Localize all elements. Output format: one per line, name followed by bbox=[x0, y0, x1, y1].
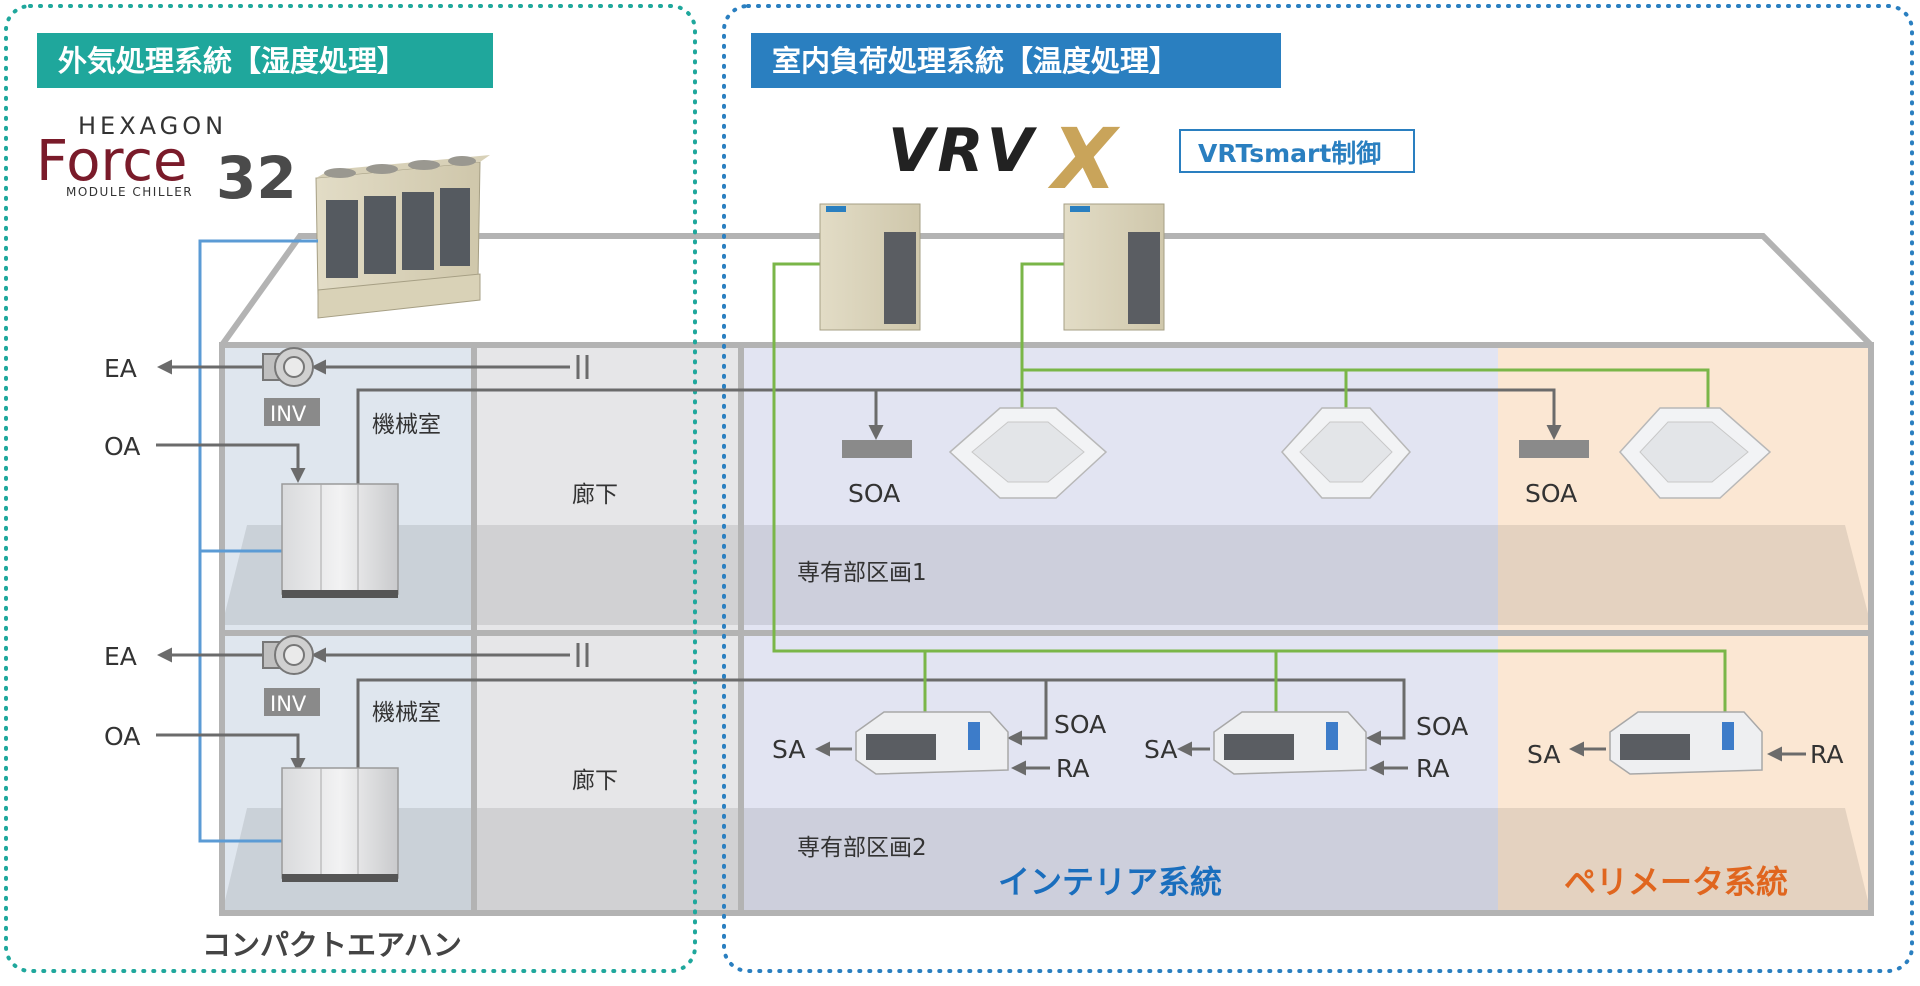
floor1-corridor: 廊下 bbox=[572, 482, 618, 508]
interior-system-label: インテリア系統 bbox=[998, 863, 1222, 901]
ducted-unit-2 bbox=[1213, 711, 1367, 775]
floor2-unit1-soa: SOA bbox=[1054, 710, 1106, 739]
floor2-indoor-area: SA SOA RA SA SOA RA SA RA 専有部区画2 bbox=[772, 710, 1843, 861]
floor1-soa-right: SOA bbox=[1525, 479, 1577, 508]
floor2-outdoor-air: EA INV 機械室 OA 廊下 bbox=[104, 635, 1406, 882]
perimeter-system-label: ペリメータ系統 bbox=[1564, 863, 1788, 901]
floor1-soa-left: SOA bbox=[848, 479, 900, 508]
building-outline bbox=[219, 233, 1874, 916]
vrv-x-logo: VRV X bbox=[888, 110, 1121, 208]
floor2-corridor: 廊下 bbox=[572, 768, 618, 794]
hexagon-force32-logo: HEXAGON Force 32 MODULE CHILLER bbox=[36, 112, 297, 212]
floor2-oa-label: OA bbox=[104, 722, 140, 751]
cassette-unit-1 bbox=[948, 407, 1108, 499]
refrigerant-pipes bbox=[772, 262, 1727, 720]
floor2-ea-label: EA bbox=[104, 642, 137, 671]
svg-text:HEXAGON: HEXAGON bbox=[78, 112, 227, 140]
floor2-zone-label: 専有部区画2 bbox=[797, 835, 927, 861]
floor2-compact-ahu bbox=[281, 767, 399, 882]
cassette-unit-3 bbox=[1618, 407, 1772, 499]
svg-text:VRV: VRV bbox=[888, 116, 1038, 186]
floor2-exhaust-fan-icon bbox=[262, 635, 314, 675]
compact-ahu-label: コンパクトエアハン bbox=[202, 928, 462, 962]
outdoor-air-region-border bbox=[4, 4, 697, 973]
floor1-zone-label: 専有部区画1 bbox=[797, 560, 927, 586]
svg-text:X: X bbox=[1047, 110, 1121, 208]
outdoor-air-header-bg bbox=[37, 33, 493, 88]
svg-text:MODULE CHILLER: MODULE CHILLER bbox=[66, 185, 193, 199]
floor1-compact-ahu bbox=[281, 483, 399, 598]
floor2-unit2-ra: RA bbox=[1416, 754, 1449, 783]
ducted-unit-3 bbox=[1609, 711, 1763, 775]
floor1-machine-room: 機械室 bbox=[372, 412, 441, 438]
floor2-unit3-sa: SA bbox=[1527, 740, 1560, 769]
soa-outlet-left bbox=[842, 440, 912, 458]
floor2-unit2-sa: SA bbox=[1144, 735, 1177, 764]
floor2-machine-room: 機械室 bbox=[372, 700, 441, 726]
floor1-indoor-area: SOA SOA 専有部区画1 bbox=[797, 407, 1772, 586]
svg-text:Force: Force bbox=[36, 129, 188, 194]
indoor-load-header: 室内負荷処理系統【温度処理】 bbox=[772, 44, 1178, 78]
svg-text:32: 32 bbox=[216, 144, 297, 212]
module-chiller-unit bbox=[315, 155, 490, 319]
floor1-oa-label: OA bbox=[104, 432, 140, 461]
indoor-load-region-border bbox=[722, 4, 1914, 973]
floor1-inv-label: INV bbox=[270, 402, 307, 426]
soa-outlet-right bbox=[1519, 440, 1589, 458]
floor2-unit3-ra: RA bbox=[1810, 740, 1843, 769]
floor1-outdoor-air: EA INV 機械室 OA 廊下 bbox=[104, 347, 1562, 598]
ducted-unit-1 bbox=[855, 711, 1009, 775]
floor2-inv-label: INV bbox=[270, 692, 307, 716]
vrtsmart-badge-frame bbox=[1179, 129, 1415, 173]
indoor-load-header-bg bbox=[751, 33, 1281, 88]
vrv-outdoor-unit-2 bbox=[1063, 203, 1165, 331]
cassette-unit-2 bbox=[1280, 407, 1412, 499]
chilled-water-pipes bbox=[198, 239, 318, 843]
floor2-unit1-ra: RA bbox=[1056, 754, 1089, 783]
floor1-ea-label: EA bbox=[104, 354, 137, 383]
vrv-outdoor-unit-1 bbox=[819, 203, 921, 331]
floor2-unit1-sa: SA bbox=[772, 735, 805, 764]
outdoor-air-header: 外気処理系統【湿度処理】 bbox=[58, 44, 406, 78]
vrtsmart-badge: VRTsmart制御 bbox=[1198, 139, 1381, 168]
floor2-unit2-soa: SOA bbox=[1416, 712, 1468, 741]
floor1-exhaust-fan-icon bbox=[262, 347, 314, 387]
